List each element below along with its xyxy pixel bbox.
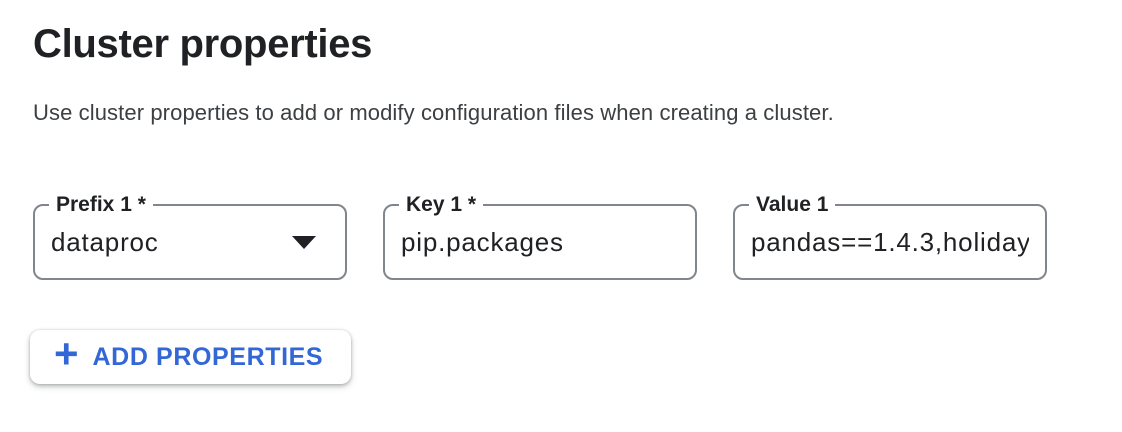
value-value: pandas==1.4.3,holiday	[751, 226, 1029, 257]
key-label: Key 1 *	[399, 193, 484, 217]
prefix-value: dataproc	[51, 226, 159, 257]
add-properties-button[interactable]: + ADD PROPERTIES	[30, 330, 352, 384]
dropdown-arrow-icon	[292, 236, 316, 249]
key-input[interactable]: Key 1 * pip.packages	[383, 193, 697, 280]
property-row-1: Prefix 1 * dataproc Key 1 * pip.packages…	[33, 193, 1122, 280]
plus-icon: +	[54, 330, 79, 377]
page-title: Cluster properties	[33, 22, 373, 66]
value-input[interactable]: Value 1 pandas==1.4.3,holiday	[733, 193, 1047, 280]
key-value: pip.packages	[401, 226, 564, 257]
add-properties-label: ADD PROPERTIES	[92, 342, 324, 371]
page-description: Use cluster properties to add or modify …	[33, 100, 834, 125]
prefix-label: Prefix 1 *	[49, 193, 153, 217]
value-label: Value 1	[749, 193, 836, 217]
prefix-select[interactable]: Prefix 1 * dataproc	[33, 193, 347, 280]
